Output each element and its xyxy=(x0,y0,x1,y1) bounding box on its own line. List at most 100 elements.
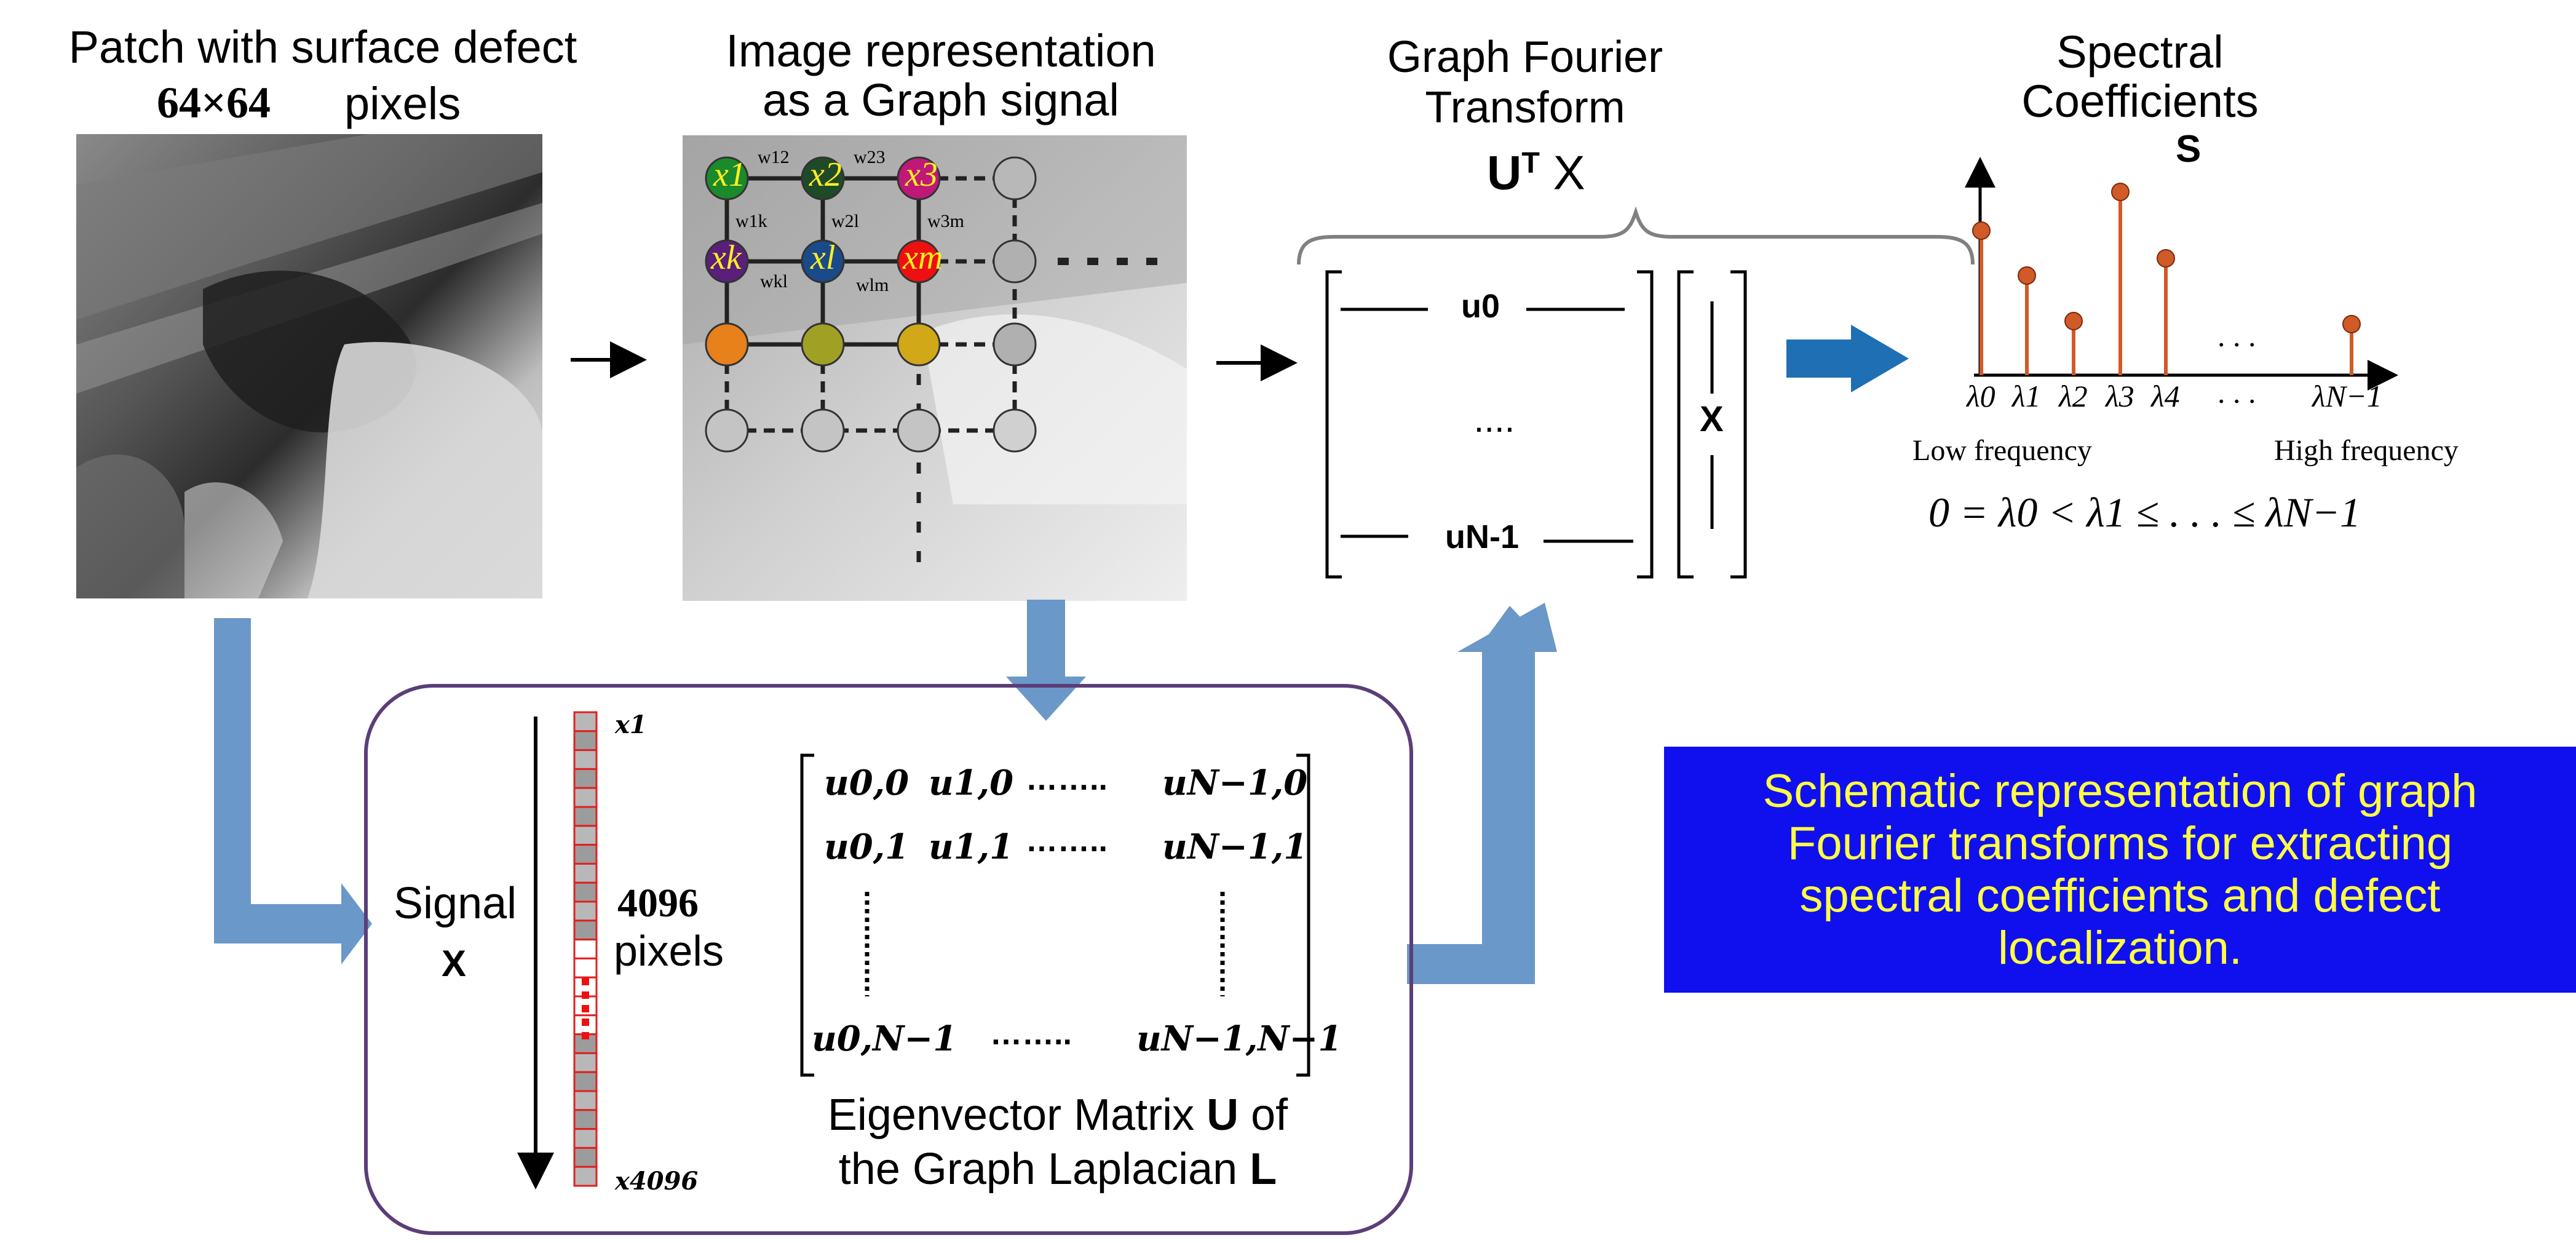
node-label: xk xyxy=(711,239,742,277)
pixel-cell xyxy=(573,1109,598,1130)
node-grey xyxy=(897,408,941,453)
gft-title-2: Transform xyxy=(1425,83,1625,132)
arrow-patch-to-signal xyxy=(214,618,372,964)
edge-weight: w23 xyxy=(854,147,886,167)
edge-weight: w3m xyxy=(927,211,964,231)
pixel-cell xyxy=(573,1071,598,1092)
node-grey xyxy=(705,408,749,453)
patch-size: 64×64 xyxy=(157,78,271,127)
signal-symbol: X xyxy=(442,943,467,984)
node-xl xyxy=(801,239,845,284)
matrix-entry: uN−1,0 xyxy=(1162,763,1308,803)
lambda-label: λ3 xyxy=(2106,379,2134,413)
node-x3 xyxy=(897,156,941,201)
node-xk xyxy=(705,239,749,284)
lambda-label: λ0 xyxy=(1967,379,1995,413)
edge-weight: wkl xyxy=(760,271,788,292)
edge-weight: w1k xyxy=(735,211,767,231)
graph-title-1: Image representation xyxy=(726,25,1156,76)
matrix-entry: u0,1 xyxy=(824,827,910,867)
defect-patch-image xyxy=(76,134,542,598)
pixel-cell xyxy=(573,862,598,884)
u-matrix-brackets xyxy=(1325,270,1747,579)
patch-title: Patch with surface defect xyxy=(68,22,577,73)
arrow-matrix-to-gft xyxy=(1407,603,1557,984)
stem-ellipsis: . . . xyxy=(2217,319,2256,353)
node-label: x3 xyxy=(905,156,938,194)
node-olive xyxy=(801,322,845,367)
node-label: x2 xyxy=(809,156,842,194)
pixel-cell xyxy=(573,711,598,733)
gft-row-u0: u0 xyxy=(1461,288,1500,325)
matrix-caption-1: Eigenvector Matrix U of xyxy=(827,1090,1288,1140)
gft-row-uN-1: uN-1 xyxy=(1445,518,1519,555)
stem-marker xyxy=(1972,221,1991,240)
patch-unit: pixels xyxy=(344,78,461,129)
node-gold xyxy=(897,322,941,367)
pixel-cell xyxy=(573,957,598,979)
matrix-dots: …….. xyxy=(1026,823,1108,859)
signal-label: Signal xyxy=(394,879,517,928)
pixel-cell xyxy=(573,1090,598,1111)
matrix-entry: uN−1,1 xyxy=(1162,827,1308,867)
node-grey xyxy=(993,156,1037,201)
pixel-cell xyxy=(573,749,598,770)
spectral-title-1: Spectral xyxy=(2056,26,2224,77)
signal-top-label: x1 xyxy=(615,710,647,739)
node-grey xyxy=(993,239,1037,284)
node-label: xm xyxy=(903,239,943,277)
pixel-cell xyxy=(573,939,598,959)
node-x2 xyxy=(801,156,845,201)
gft-formula: UT X xyxy=(1487,145,1585,200)
pixel-cell xyxy=(573,1166,598,1187)
pixel-column xyxy=(573,711,598,1187)
signal-bottom-label: x4096 xyxy=(615,1167,699,1196)
lambda-label: λN−1 xyxy=(2312,379,2382,413)
node-grey xyxy=(993,408,1037,453)
pixel-cell xyxy=(573,900,598,922)
stem-marker xyxy=(2157,249,2175,268)
edge-weight: w2l xyxy=(831,211,859,231)
matrix-caption-2: the Graph Laplacian L xyxy=(838,1145,1277,1194)
matrix-entry: u0,0 xyxy=(824,763,910,803)
gft-row-dots: .... xyxy=(1473,399,1515,440)
pixel-cell xyxy=(573,730,598,752)
lambda-ellipsis: . . . xyxy=(2217,375,2256,410)
matrix-dots: …….. xyxy=(990,1016,1072,1052)
node-grey xyxy=(801,408,845,453)
pixel-cell xyxy=(573,844,598,865)
matrix-entry: uN−1,N−1 xyxy=(1136,1019,1342,1059)
pixel-cell xyxy=(573,825,598,846)
pixel-unit: pixels xyxy=(614,927,724,975)
gft-brace xyxy=(1297,206,1975,265)
pixel-cell xyxy=(573,806,598,827)
spectral-symbol: S xyxy=(2176,128,2201,170)
node-label: xl xyxy=(810,239,836,277)
edge-weight: wlm xyxy=(856,275,889,295)
stem-marker xyxy=(2064,312,2083,330)
eigenvalue-relation: 0 = λ0 < λ1 ≤ . . . ≤ λN−1 xyxy=(1928,489,2361,536)
matrix-entry: u1,1 xyxy=(929,827,1014,867)
lambda-label: λ1 xyxy=(2012,379,2041,413)
stem-marker xyxy=(2342,315,2361,333)
matrix-entry: u0,N−1 xyxy=(812,1019,957,1059)
low-frequency-label: Low frequency xyxy=(1912,434,2092,467)
pixel-cell xyxy=(573,1146,598,1168)
lambda-label: λ2 xyxy=(2059,379,2088,413)
spectral-title-2: Coefficients xyxy=(2021,76,2259,127)
graph-image xyxy=(683,135,1187,601)
stem-marker xyxy=(2111,183,2130,201)
node-orange xyxy=(705,322,749,367)
matrix-dots: …….. xyxy=(1026,761,1108,797)
signal-matrix-box xyxy=(364,684,1413,1235)
matrix-entry: u1,0 xyxy=(929,763,1014,803)
pixel-count: 4096 xyxy=(617,881,699,926)
gft-title-1: Graph Fourier xyxy=(1387,33,1663,82)
spectral-chart xyxy=(1965,157,2398,391)
high-frequency-label: High frequency xyxy=(2274,434,2459,467)
pixel-cell xyxy=(573,919,598,941)
arrow-to-spectral xyxy=(1786,325,1909,392)
node-xm xyxy=(897,239,941,284)
